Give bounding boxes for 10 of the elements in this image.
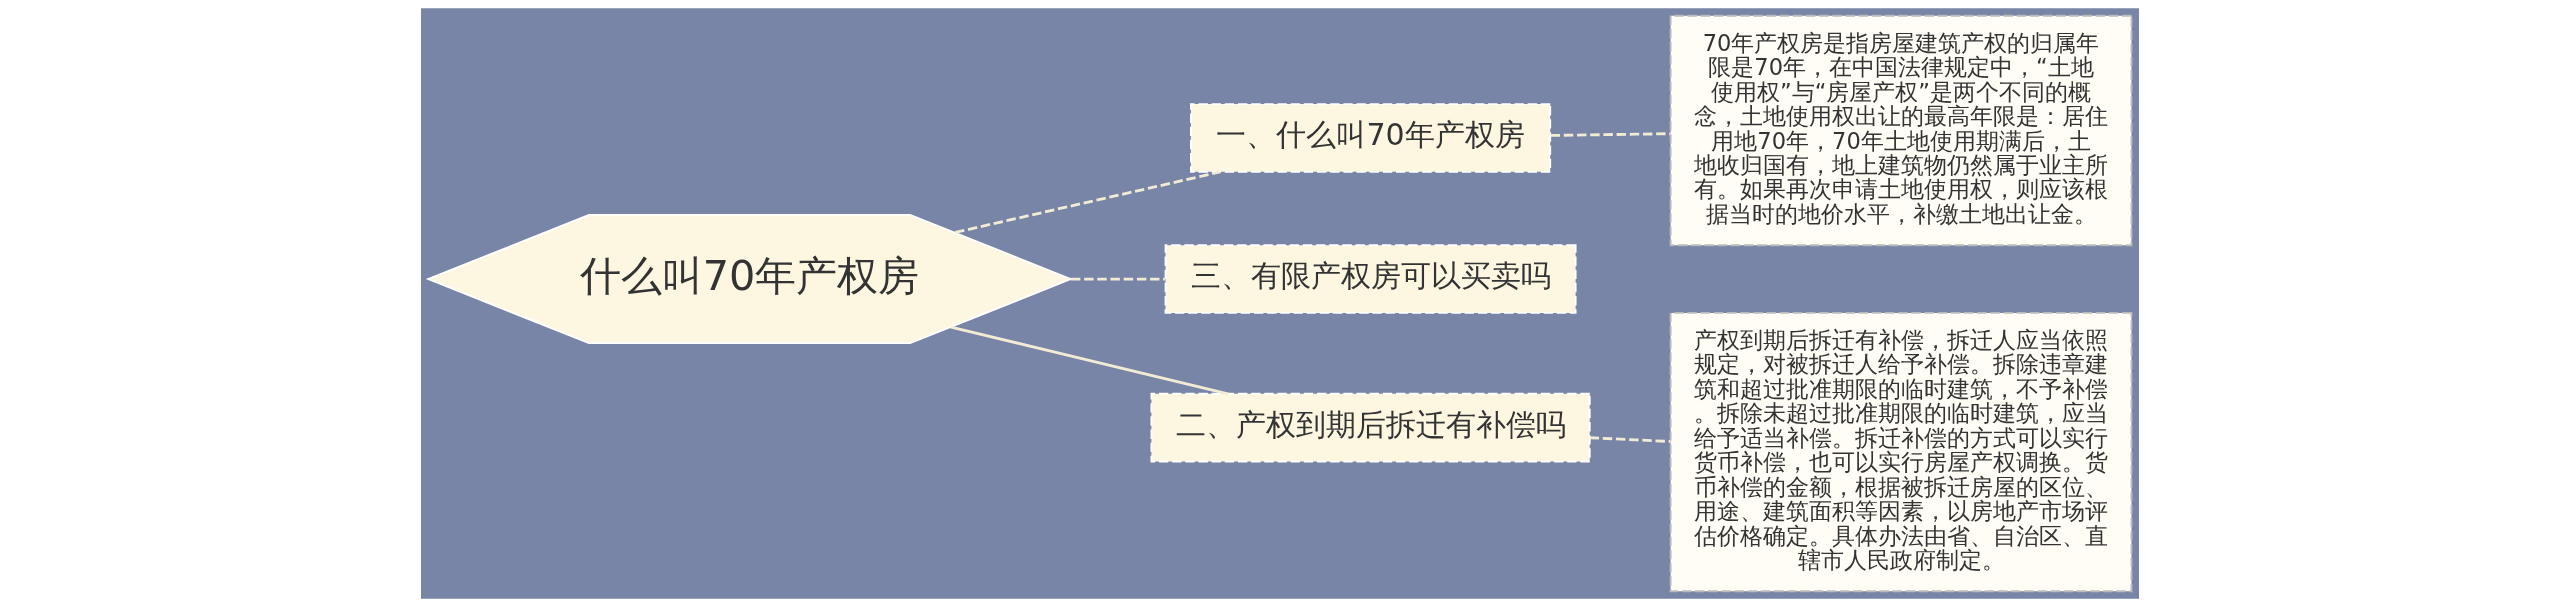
node-box: 产权到期后拆迁有补偿，拆迁人应当依照规定，对被拆迁人给予补偿。拆除违章建筑和超过批准期限的临时建筑，不予补偿。拆除未超过批准期限的临时建筑，应当给予适当补偿。拆迁补偿的方式可以实行货币补偿，也可以实行房屋产权调换。货币补偿的金额，根据被拆迁房屋的区位、用途、建筑面积等因素，以房地产市场评估价格确定。具体办法由省、自治区、直辖市人民政府制定。: [1669, 311, 2133, 593]
node-box: 二、产权到期后拆迁有补偿吗: [1150, 392, 1591, 463]
connector: [954, 170, 1221, 234]
node-box: 70年产权房是指房屋建筑产权的归属年限是70年，在中国法律规定中，“土地使用权”与“房屋产权”是两个不同的概念，土地使用权出让的最高年限是：居住用地70年，70年土地使用期满后，土地收归国有，地上建筑物仍然属于业主所有。如果再次申请土地使用权，则应该根据当时的地价水平，补缴土地出让金。: [1669, 14, 2133, 247]
connector: [1070, 277, 1166, 281]
connector: [1550, 132, 1671, 137]
node-box: 一、什么叫70年产权房: [1190, 103, 1552, 173]
connector: [1589, 436, 1671, 443]
node-box: 三、有限产权房可以买卖吗: [1164, 244, 1577, 314]
connector: [950, 325, 1229, 396]
